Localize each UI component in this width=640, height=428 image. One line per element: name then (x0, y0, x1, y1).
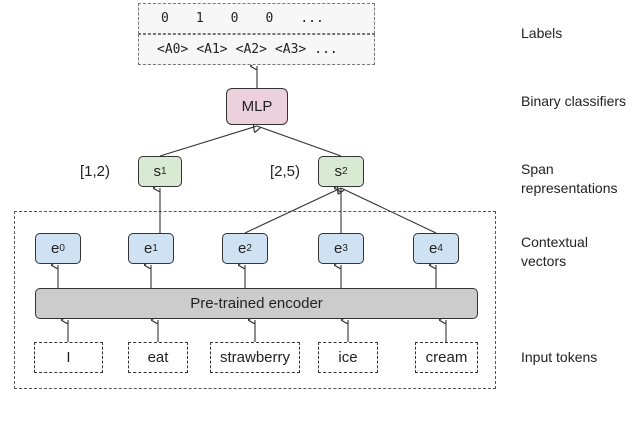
side-label-contextual: Contextual vectors (521, 234, 588, 269)
mlp-node: MLP (226, 88, 288, 125)
vector-3-name: e (334, 240, 343, 257)
span-2-name: s (334, 163, 342, 180)
side-label-span-reps: Span representations (521, 161, 618, 196)
vector-0-sub: 0 (59, 243, 65, 254)
token-3: ice (318, 342, 378, 373)
side-label-classifiers: Binary classifiers (521, 93, 627, 109)
span-2-sub: 2 (341, 166, 348, 177)
args-row: <A0> <A1> <A2> <A3> ... (138, 34, 375, 65)
arrow-span-1-to-mlp (159, 126, 257, 157)
vector-1-name: e (144, 240, 153, 257)
label-value-1: 1 (195, 11, 204, 26)
side-label-input: Input tokens (521, 349, 598, 365)
vector-2-name: e (238, 240, 247, 257)
span-1-sub: 1 (160, 166, 167, 177)
token-0: I (34, 342, 103, 373)
span-range-1: [1,2) (80, 163, 111, 180)
vector-2-sub: 2 (246, 243, 252, 254)
label-value-3: 0 (265, 11, 274, 26)
arrow-span-2-to-mlp (257, 126, 342, 157)
label-value-0: 0 (161, 11, 169, 26)
labels-row: 0 1 0 0 ... (138, 3, 375, 34)
encoder-scope-frame (14, 211, 496, 389)
token-2: strawberry (210, 342, 300, 373)
span-range-2: [2,5) (270, 163, 301, 180)
vector-4-name: e (429, 240, 438, 257)
vector-3-sub: 3 (342, 243, 348, 254)
vector-0-name: e (51, 240, 60, 257)
label-value-2: 0 (230, 11, 239, 26)
span-1-name: s (153, 163, 161, 180)
arg-value-3: <A3> (274, 42, 307, 57)
pretrained-encoder: Pre-trained encoder (35, 288, 478, 319)
arg-value-4: ... (314, 42, 338, 57)
arg-value-2: <A2> (235, 42, 267, 57)
arrow-vector-2-to-span-2 (244, 188, 341, 234)
label-value-4: ... (300, 11, 324, 26)
vector-1-sub: 1 (152, 243, 158, 254)
arrow-vector-4-to-span-2 (341, 188, 437, 234)
arg-value-0: <A0> (157, 42, 189, 57)
token-1: eat (128, 342, 188, 373)
vector-4-sub: 4 (437, 243, 443, 254)
side-label-labels: Labels (521, 25, 563, 41)
arg-value-1: <A1> (196, 42, 228, 57)
token-4: cream (415, 342, 478, 373)
